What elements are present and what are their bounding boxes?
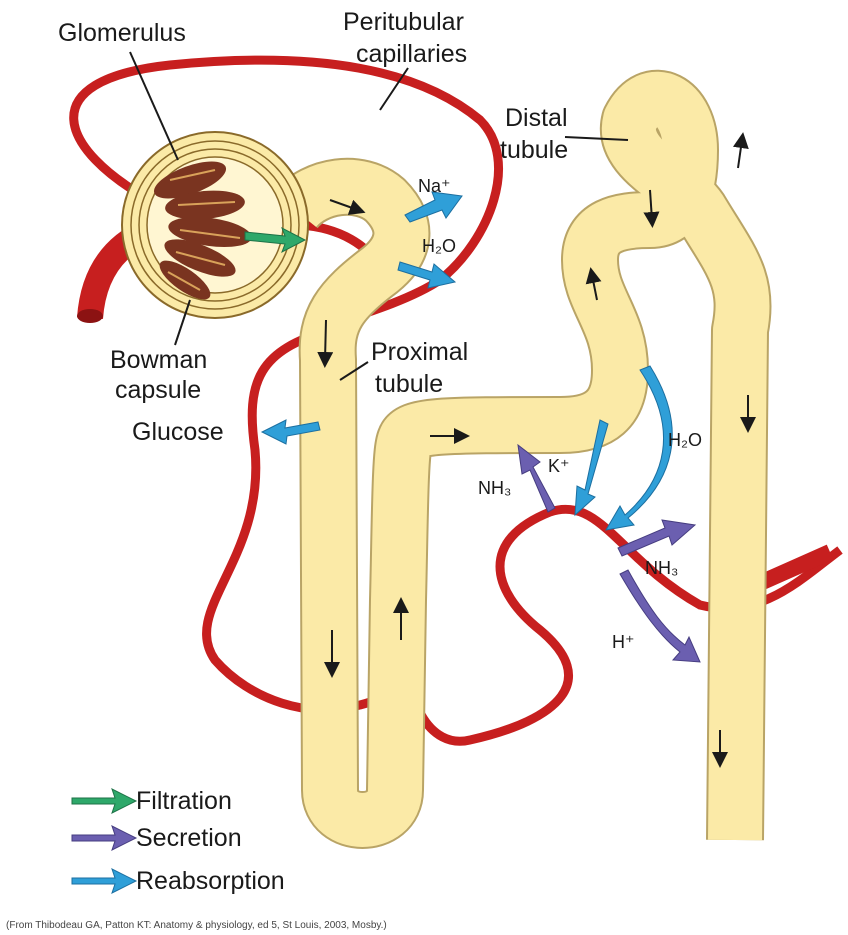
legend-reabsorption: Reabsorption [72,867,285,895]
label-h: H⁺ [612,632,635,652]
label-h2o-top: H₂O [422,236,456,256]
label-na: Na⁺ [418,176,451,196]
legend-secretion-label: Secretion [136,824,242,852]
label-distal-tubule: tubule [500,136,568,164]
flow-arrow [325,320,326,360]
legend-secretion: Secretion [72,824,242,852]
label-capsule: capsule [115,376,201,404]
label-h2o-right: H₂O [668,430,702,450]
label-nh3-left: NH₃ [478,478,511,498]
label-glucose: Glucose [132,418,224,446]
label-peritubular: Peritubular [343,8,464,36]
label-proximal-tubule: tubule [375,370,443,398]
label-capillaries: capillaries [356,40,467,68]
label-nh3-right: NH₃ [645,558,678,578]
citation: (From Thibodeau GA, Patton KT: Anatomy &… [6,920,387,931]
label-distal: Distal [505,104,568,132]
legend-reabsorption-arrow [72,869,136,893]
flow-arrow [738,140,742,168]
legend-secretion-arrow [72,826,136,850]
label-glomerulus: Glomerulus [58,19,186,47]
label-k: K⁺ [548,456,570,476]
label-bowman: Bowman [110,346,207,374]
legend: Filtration Secretion Reabsorption [72,787,285,895]
legend-filtration: Filtration [72,787,232,815]
legend-filtration-label: Filtration [136,787,232,815]
label-proximal: Proximal [371,338,468,366]
legend-reabsorption-label: Reabsorption [136,867,285,895]
legend-filtration-arrow [72,789,136,813]
